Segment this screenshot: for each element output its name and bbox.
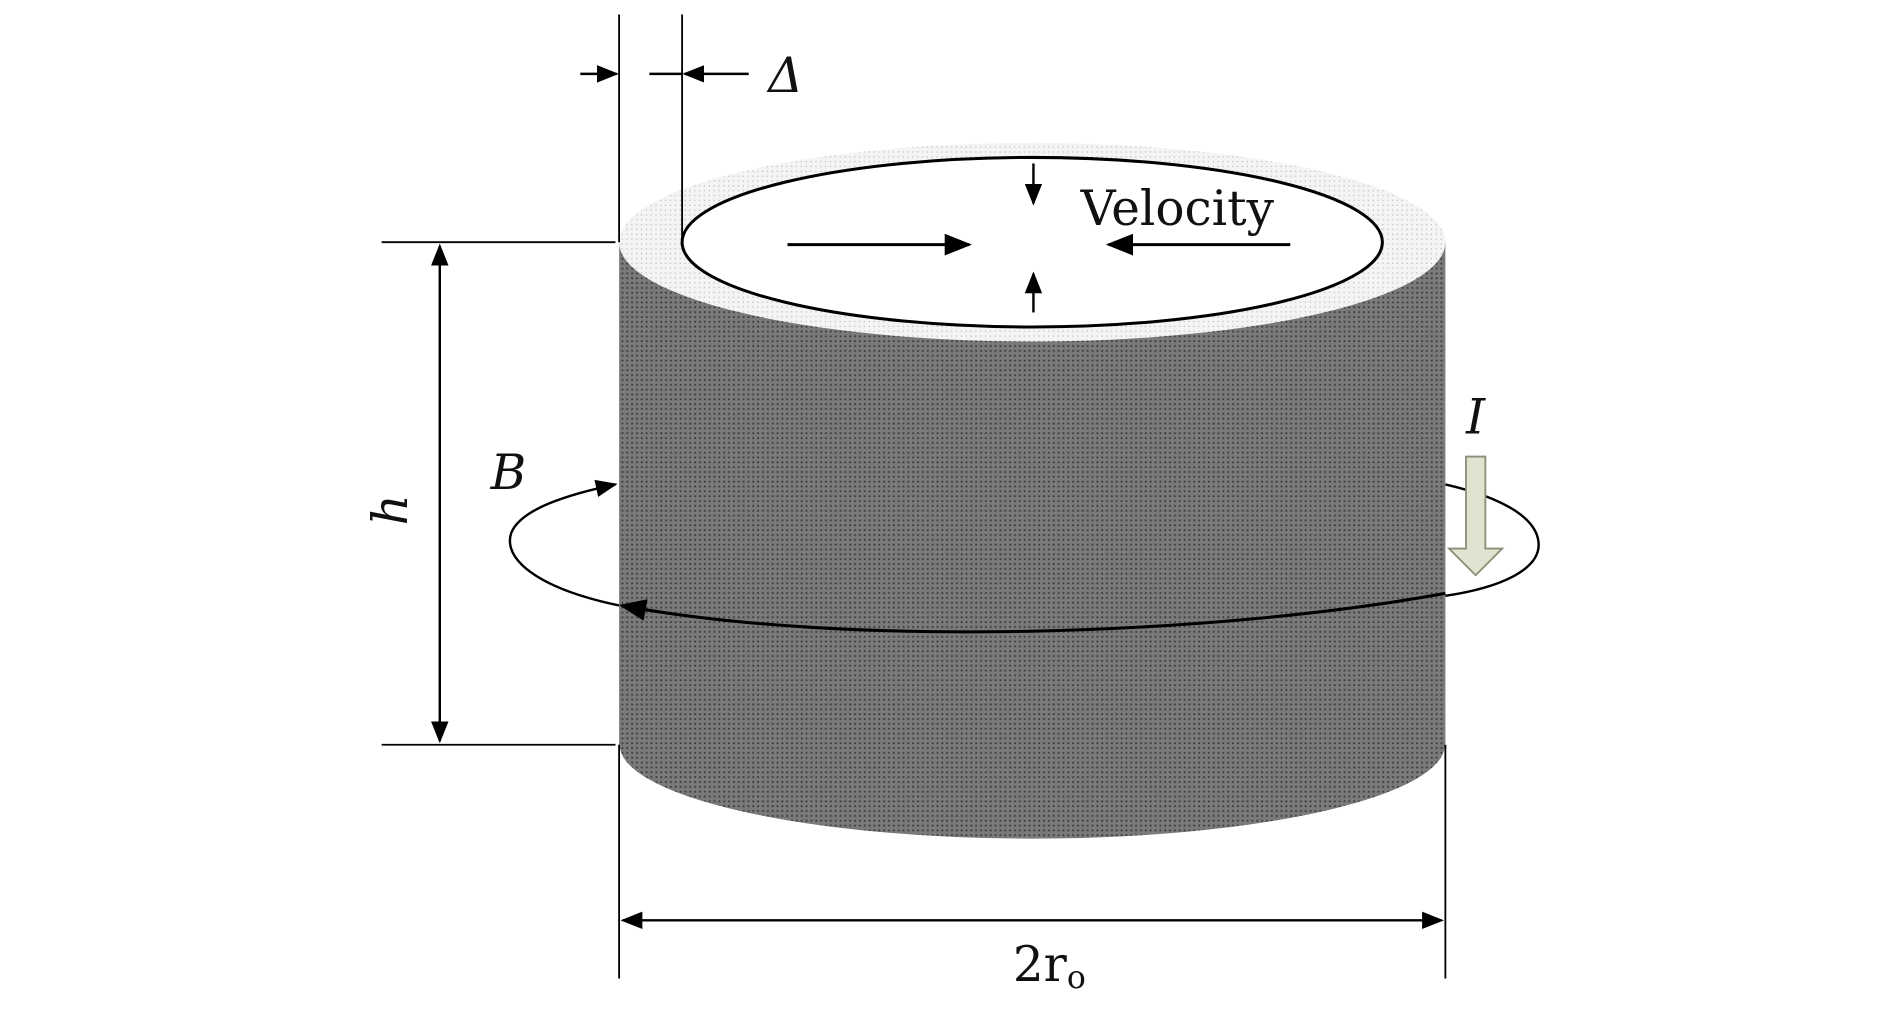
b-field-loop-right bbox=[1445, 483, 1540, 597]
cylinder bbox=[618, 142, 1446, 840]
height-label: h bbox=[363, 494, 419, 525]
inner-bore bbox=[680, 155, 1384, 329]
b-field-loop-back bbox=[508, 479, 620, 607]
current-arrow bbox=[1446, 455, 1505, 577]
current-label: I bbox=[1465, 390, 1486, 446]
b-field-loop-front bbox=[618, 591, 1446, 634]
delta-label: Δ bbox=[766, 48, 803, 104]
magnetic-field-label: B bbox=[490, 445, 527, 501]
velocity-label: Velocity bbox=[1080, 181, 1275, 237]
diameter-label: 2ro bbox=[1013, 937, 1086, 996]
